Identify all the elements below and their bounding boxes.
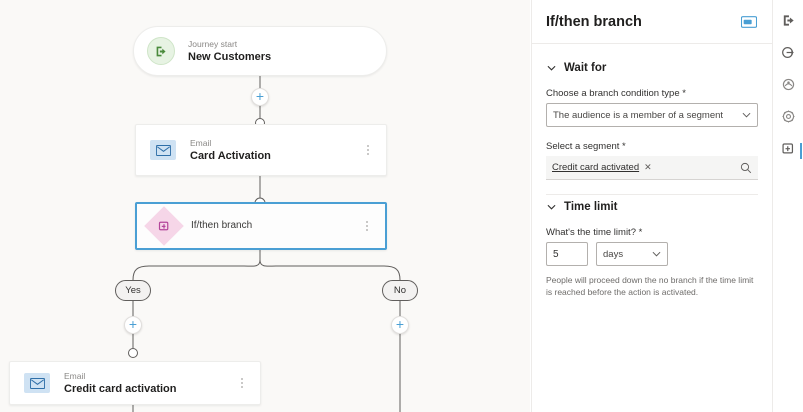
rail-item-trigger[interactable]: [773, 8, 803, 38]
enter-arrow-icon: [781, 13, 796, 33]
time-limit-value: 5: [553, 248, 559, 260]
field-label: What's the time limit? *: [546, 227, 643, 238]
collapse-panel-icon[interactable]: [740, 15, 758, 29]
branch-label-yes[interactable]: Yes: [115, 280, 151, 301]
node-title: If/then branch: [191, 220, 253, 231]
branch-condition-type-select[interactable]: The audience is a member of a segment: [546, 103, 758, 127]
node-text: Journey start New Customers: [188, 38, 386, 64]
email-icon: [148, 135, 178, 165]
field-label: Choose a branch condition type *: [546, 88, 686, 99]
node-title: New Customers: [188, 51, 272, 63]
time-limit-unit-select[interactable]: days: [596, 242, 668, 266]
properties-panel: If/then branch Wait for Choose a branch …: [531, 0, 772, 412]
node-title: Credit card activation: [64, 383, 177, 395]
chevron-down-icon: [546, 202, 556, 212]
section-title: Wait for: [564, 62, 607, 74]
field-time-limit: What's the time limit? * 5 days People w…: [546, 227, 758, 298]
node-email-credit-card-activation[interactable]: Email Credit card activation: [9, 361, 261, 405]
time-limit-value-input[interactable]: 5: [546, 242, 588, 266]
rail-item-branch[interactable]: [773, 136, 803, 166]
branch-icon: [144, 206, 184, 246]
rail-item-settings[interactable]: [773, 104, 803, 134]
time-limit-row: 5 days: [546, 242, 758, 266]
select-value: The audience is a member of a segment: [553, 109, 724, 121]
node-email-card-activation[interactable]: Email Card Activation: [135, 124, 387, 176]
node-menu-button[interactable]: [236, 375, 248, 391]
segment-lookup-input[interactable]: Credit card activated ✕: [546, 156, 758, 180]
branch-label-no-text: No: [393, 285, 407, 296]
node-title: Card Activation: [190, 150, 271, 162]
panel-body: Wait for Choose a branch condition type …: [532, 44, 772, 298]
field-select-segment: Select a segment * Credit card activated…: [546, 141, 758, 180]
panel-header: If/then branch: [532, 0, 772, 44]
rail-item-exit[interactable]: [773, 40, 803, 70]
node-text: Email Credit card activation: [64, 370, 260, 396]
gear-icon: [781, 109, 796, 129]
node-text: If/then branch: [191, 219, 385, 233]
chevron-down-icon: [546, 63, 556, 73]
close-icon[interactable]: ✕: [644, 162, 652, 172]
branch-icon: [781, 141, 796, 161]
plus-icon: +: [395, 316, 405, 332]
node-kicker: Email: [190, 138, 212, 148]
journey-canvas[interactable]: Journey start New Customers Email Card A…: [0, 0, 530, 412]
tag-icon: [781, 77, 796, 97]
email-icon: [22, 368, 52, 398]
node-kicker: Email: [64, 371, 86, 381]
node-text: Email Card Activation: [190, 137, 386, 163]
add-step-button-top[interactable]: +: [251, 88, 269, 106]
node-menu-button[interactable]: [362, 142, 374, 158]
segment-tag[interactable]: Credit card activated ✕: [552, 162, 652, 173]
section-divider: [546, 194, 758, 195]
branch-label-yes-text: Yes: [125, 285, 141, 296]
section-title: Time limit: [564, 201, 618, 213]
chevron-down-icon: [651, 249, 661, 259]
field-branch-condition-type: Choose a branch condition type * The aud…: [546, 88, 758, 127]
field-label: Select a segment *: [546, 141, 626, 152]
plus-icon: +: [255, 88, 265, 104]
panel-title: If/then branch: [546, 13, 642, 30]
add-step-button-yes[interactable]: +: [124, 316, 142, 334]
segment-tag-label: Credit card activated: [552, 162, 640, 173]
add-step-button-no[interactable]: +: [391, 316, 409, 334]
right-toolbar: [772, 0, 803, 412]
journey-start-icon: [146, 36, 176, 66]
exit-arrow-icon: [781, 45, 796, 65]
rail-item-attribute[interactable]: [773, 72, 803, 102]
chevron-down-icon: [741, 110, 751, 120]
node-kicker: Journey start: [188, 39, 238, 49]
node-journey-start[interactable]: Journey start New Customers: [133, 26, 387, 76]
select-value: days: [603, 248, 624, 260]
node-menu-button[interactable]: [361, 218, 373, 234]
plus-icon: +: [128, 316, 138, 332]
branch-label-no[interactable]: No: [382, 280, 418, 301]
section-header-time-limit[interactable]: Time limit: [546, 201, 758, 213]
time-limit-hint: People will proceed down the no branch i…: [546, 275, 754, 297]
connector-lines: [128, 76, 401, 412]
node-if-then-branch[interactable]: If/then branch: [135, 202, 387, 250]
section-header-wait-for[interactable]: Wait for: [546, 62, 758, 74]
search-icon[interactable]: [740, 162, 752, 174]
